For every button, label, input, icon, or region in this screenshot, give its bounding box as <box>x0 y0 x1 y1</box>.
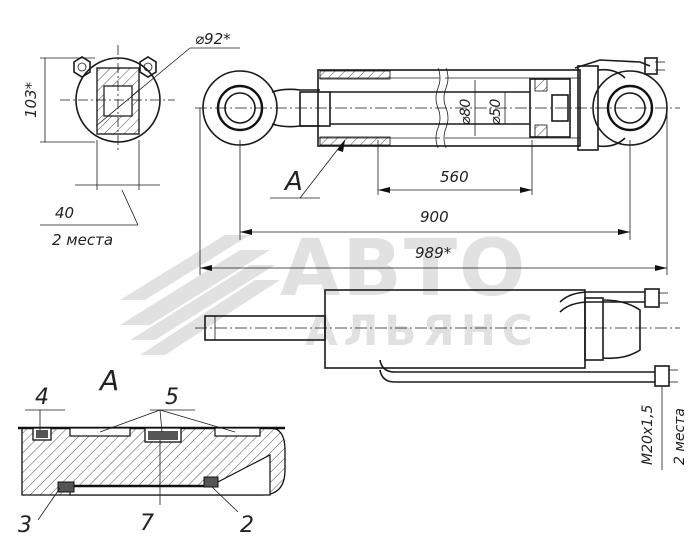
callout-3: 3 <box>18 513 32 538</box>
end-view: ⌀92* 103* 40 2 места <box>22 30 240 249</box>
dim-diameter-50: ⌀50 <box>488 99 504 125</box>
callout-7: 7 <box>140 511 154 536</box>
note-2-places-right: 2 места <box>672 408 688 465</box>
end-view-nut-left <box>73 56 91 78</box>
dim-width-40: 40 <box>55 204 74 222</box>
note-2-places-left: 2 места <box>52 231 113 249</box>
watermark: АВТО АЛЬЯНС <box>120 224 539 355</box>
end-view-nut-right <box>139 56 157 78</box>
cylinder-top-view: M20x1,5 2 места <box>195 288 688 470</box>
watermark-line2: АЛЬЯНС <box>305 306 539 355</box>
dim-diameter-92: ⌀92* <box>195 30 231 48</box>
section-label-a: A <box>98 364 119 397</box>
dim-diameter-80: ⌀80 <box>458 99 474 125</box>
callout-2: 2 <box>240 513 254 538</box>
dim-thread-m20: M20x1,5 <box>640 404 656 465</box>
callout-4: 4 <box>35 385 49 410</box>
view-label-a-top: A <box>283 167 303 197</box>
cylinder-side-view: ⌀80 ⌀50 A 560 900 <box>195 57 680 275</box>
dim-height-103: 103* <box>22 81 40 118</box>
section-a-detail: A 4 5 3 7 2 <box>18 364 286 538</box>
callout-5: 5 <box>165 385 179 410</box>
dim-length-560: 560 <box>440 168 469 186</box>
dim-length-989: 989* <box>415 244 452 262</box>
dim-length-900: 900 <box>420 208 449 226</box>
watermark-line1: АВТО <box>280 224 527 314</box>
watermark-logo <box>120 235 280 355</box>
